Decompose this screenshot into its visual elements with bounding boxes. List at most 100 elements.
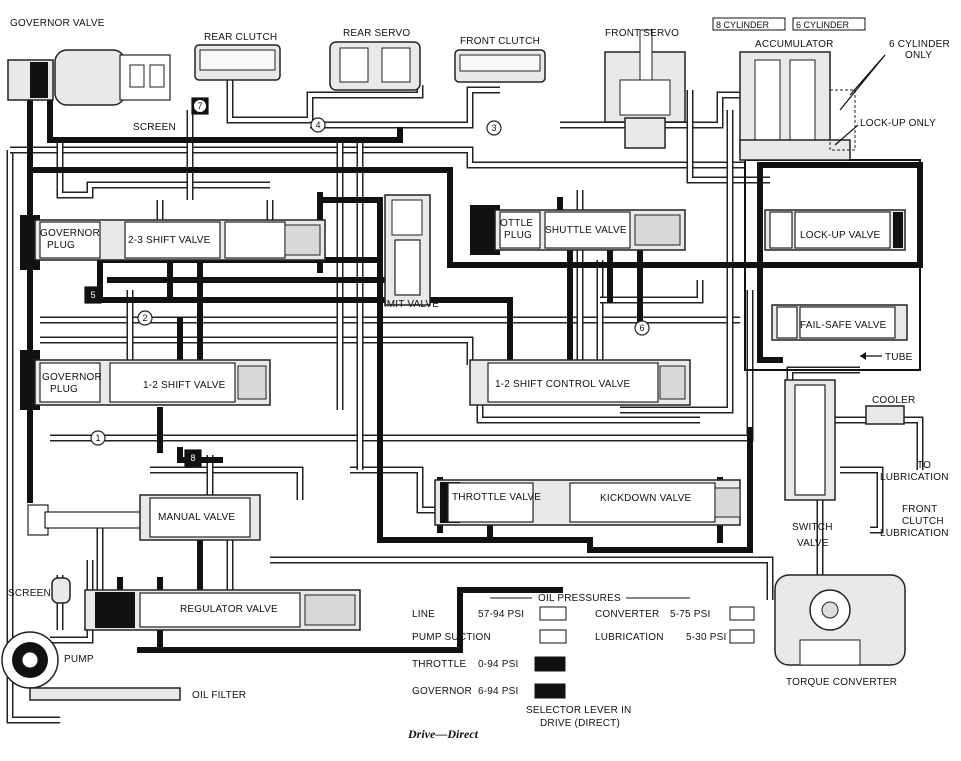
label-switch-valve-2: VALVE xyxy=(797,538,829,549)
label-screen-left: SCREEN xyxy=(8,588,51,599)
label-6-cylinder: 6 CYLINDER xyxy=(796,20,850,30)
legend-lubrication-swatch xyxy=(729,629,755,644)
oil-filter-device xyxy=(29,687,181,701)
check-ball-8: 8 xyxy=(184,449,202,467)
label-governor-valve: GOVERNOR VALVE xyxy=(10,18,105,29)
legend-governor-name: GOVERNOR xyxy=(412,686,472,697)
label-rear-clutch: REAR CLUTCH xyxy=(204,32,277,43)
label-lockup-only: LOCK-UP ONLY xyxy=(860,118,936,129)
legend-lubrication-value: 5-30 PSI xyxy=(686,632,727,643)
label-torque-converter: TORQUE CONVERTER xyxy=(786,677,897,688)
label-lockup-valve: LOCK-UP VALVE xyxy=(800,230,881,241)
check-ball-7: 7 xyxy=(191,97,209,115)
label-front-clutch-lub-3: LUBRICATION xyxy=(880,528,949,539)
legend-throttle-swatch xyxy=(534,656,566,672)
lockup-only-boundary xyxy=(744,159,921,371)
label-manual-valve: MANUAL VALVE xyxy=(158,512,235,523)
manual-valve xyxy=(27,494,261,541)
legend-converter-swatch xyxy=(729,606,755,621)
cooler-device xyxy=(865,405,905,425)
legend-selector-1: SELECTOR LEVER IN xyxy=(526,705,631,716)
svg-text:8: 8 xyxy=(190,453,195,463)
screen-left-device xyxy=(51,577,71,604)
legend-converter-name: CONVERTER xyxy=(595,609,659,620)
limit-valve xyxy=(384,194,431,306)
legend-converter-value: 5-75 PSI xyxy=(670,609,711,620)
label-governor-plug-mid-2: PLUG xyxy=(50,384,78,395)
accumulator xyxy=(739,51,856,161)
label-1-2-shift-control-valve: 1-2 SHIFT CONTROL VALVE xyxy=(495,379,631,390)
check-ball-4: 4 xyxy=(310,117,326,133)
label-2-3-shift-valve: 2-3 SHIFT VALVE xyxy=(128,235,211,246)
shuttle-valve xyxy=(470,205,686,255)
label-front-clutch-lub-2: CLUTCH xyxy=(902,516,944,527)
label-throttle-plug-2: PLUG xyxy=(504,230,532,241)
throttle-governor-tubes xyxy=(27,67,923,653)
rear-clutch xyxy=(194,44,281,81)
svg-text:1: 1 xyxy=(95,433,100,443)
shift-valve-2-3 xyxy=(20,215,326,270)
legend-throttle-name: THROTTLE xyxy=(412,659,467,670)
lockup-valve xyxy=(764,209,906,251)
label-limit-valve: LIMIT VALVE xyxy=(378,299,439,310)
label-front-clutch: FRONT CLUTCH xyxy=(460,36,540,47)
svg-text:2: 2 xyxy=(142,313,147,323)
pump xyxy=(1,631,59,689)
label-8-cylinder: 8 CYLINDER xyxy=(716,20,770,30)
check-ball-2: 2 xyxy=(137,310,153,326)
governor-valve xyxy=(7,49,171,106)
label-failsafe-valve: FAIL-SAFE VALVE xyxy=(800,320,887,331)
shift-valve-1-2 xyxy=(20,350,271,410)
torque-converter xyxy=(774,574,906,666)
diagram-caption: Drive—Direct xyxy=(407,727,479,741)
label-switch-valve-1: SWITCH xyxy=(792,522,833,533)
label-governor-plug-top-1: GOVERNOR xyxy=(40,228,100,239)
shift-control-valve-1-2 xyxy=(469,359,691,406)
label-shuttle-valve: SHUTTLE VALVE xyxy=(545,225,627,236)
throttle-kickdown-valve xyxy=(434,479,741,526)
label-1-2-shift-valve: 1-2 SHIFT VALVE xyxy=(143,380,226,391)
label-cooler: COOLER xyxy=(872,395,915,406)
check-ball-6: 6 xyxy=(634,320,650,336)
check-ball-1: 1 xyxy=(90,430,106,446)
legend-line-name: LINE xyxy=(412,609,435,620)
label-to-lubrication-2: LUBRICATION xyxy=(880,472,949,483)
legend-pump-suction-swatch xyxy=(539,629,567,644)
check-ball-3: 3 xyxy=(486,120,502,136)
label-governor-plug-top-2: PLUG xyxy=(47,240,75,251)
legend-line-swatch xyxy=(539,606,567,621)
label-tube: TUBE xyxy=(885,352,913,363)
legend-line-value: 57-94 PSI xyxy=(478,609,524,620)
label-throttle-plug-1: OTTLE xyxy=(500,218,533,229)
label-screen-top: SCREEN xyxy=(133,122,176,133)
legend-governor-value: 6-94 PSI xyxy=(478,686,519,697)
label-accumulator: ACCUMULATOR xyxy=(755,39,834,50)
legend-governor-swatch xyxy=(534,683,566,699)
svg-text:7: 7 xyxy=(197,101,202,111)
legend-selector-2: DRIVE (DIRECT) xyxy=(540,718,620,729)
label-regulator-valve: REGULATOR VALVE xyxy=(180,604,278,615)
oil-pressure-legend: OIL PRESSURES LINE 57-94 PSI PUMP SUCTIO… xyxy=(412,593,755,729)
legend-lubrication-name: LUBRICATION xyxy=(595,632,664,643)
regulator-valve xyxy=(84,589,361,631)
svg-text:4: 4 xyxy=(315,120,320,130)
front-clutch xyxy=(454,49,546,83)
legend-throttle-value: 0-94 PSI xyxy=(478,659,519,670)
svg-text:3: 3 xyxy=(491,123,496,133)
failsafe-valve xyxy=(771,304,908,341)
label-front-clutch-lub-1: FRONT xyxy=(902,504,937,515)
label-kickdown-valve: KICKDOWN VALVE xyxy=(600,493,691,504)
label-pump: PUMP xyxy=(64,654,94,665)
switch-valve xyxy=(784,379,836,501)
label-oil-filter: OIL FILTER xyxy=(192,690,246,701)
label-6-cylinder-only-2: ONLY xyxy=(905,50,932,61)
legend-pump-suction-name: PUMP SUCTION xyxy=(412,632,491,643)
svg-text:6: 6 xyxy=(639,323,644,333)
label-governor-plug-mid-1: GOVERNOR xyxy=(42,372,102,383)
label-to-lubrication-1: TO xyxy=(917,460,931,471)
legend-title: OIL PRESSURES xyxy=(538,593,621,604)
label-rear-servo: REAR SERVO xyxy=(343,28,410,39)
svg-text:5: 5 xyxy=(90,290,95,300)
label-front-servo: FRONT SERVO xyxy=(605,28,679,39)
front-servo xyxy=(604,29,686,149)
